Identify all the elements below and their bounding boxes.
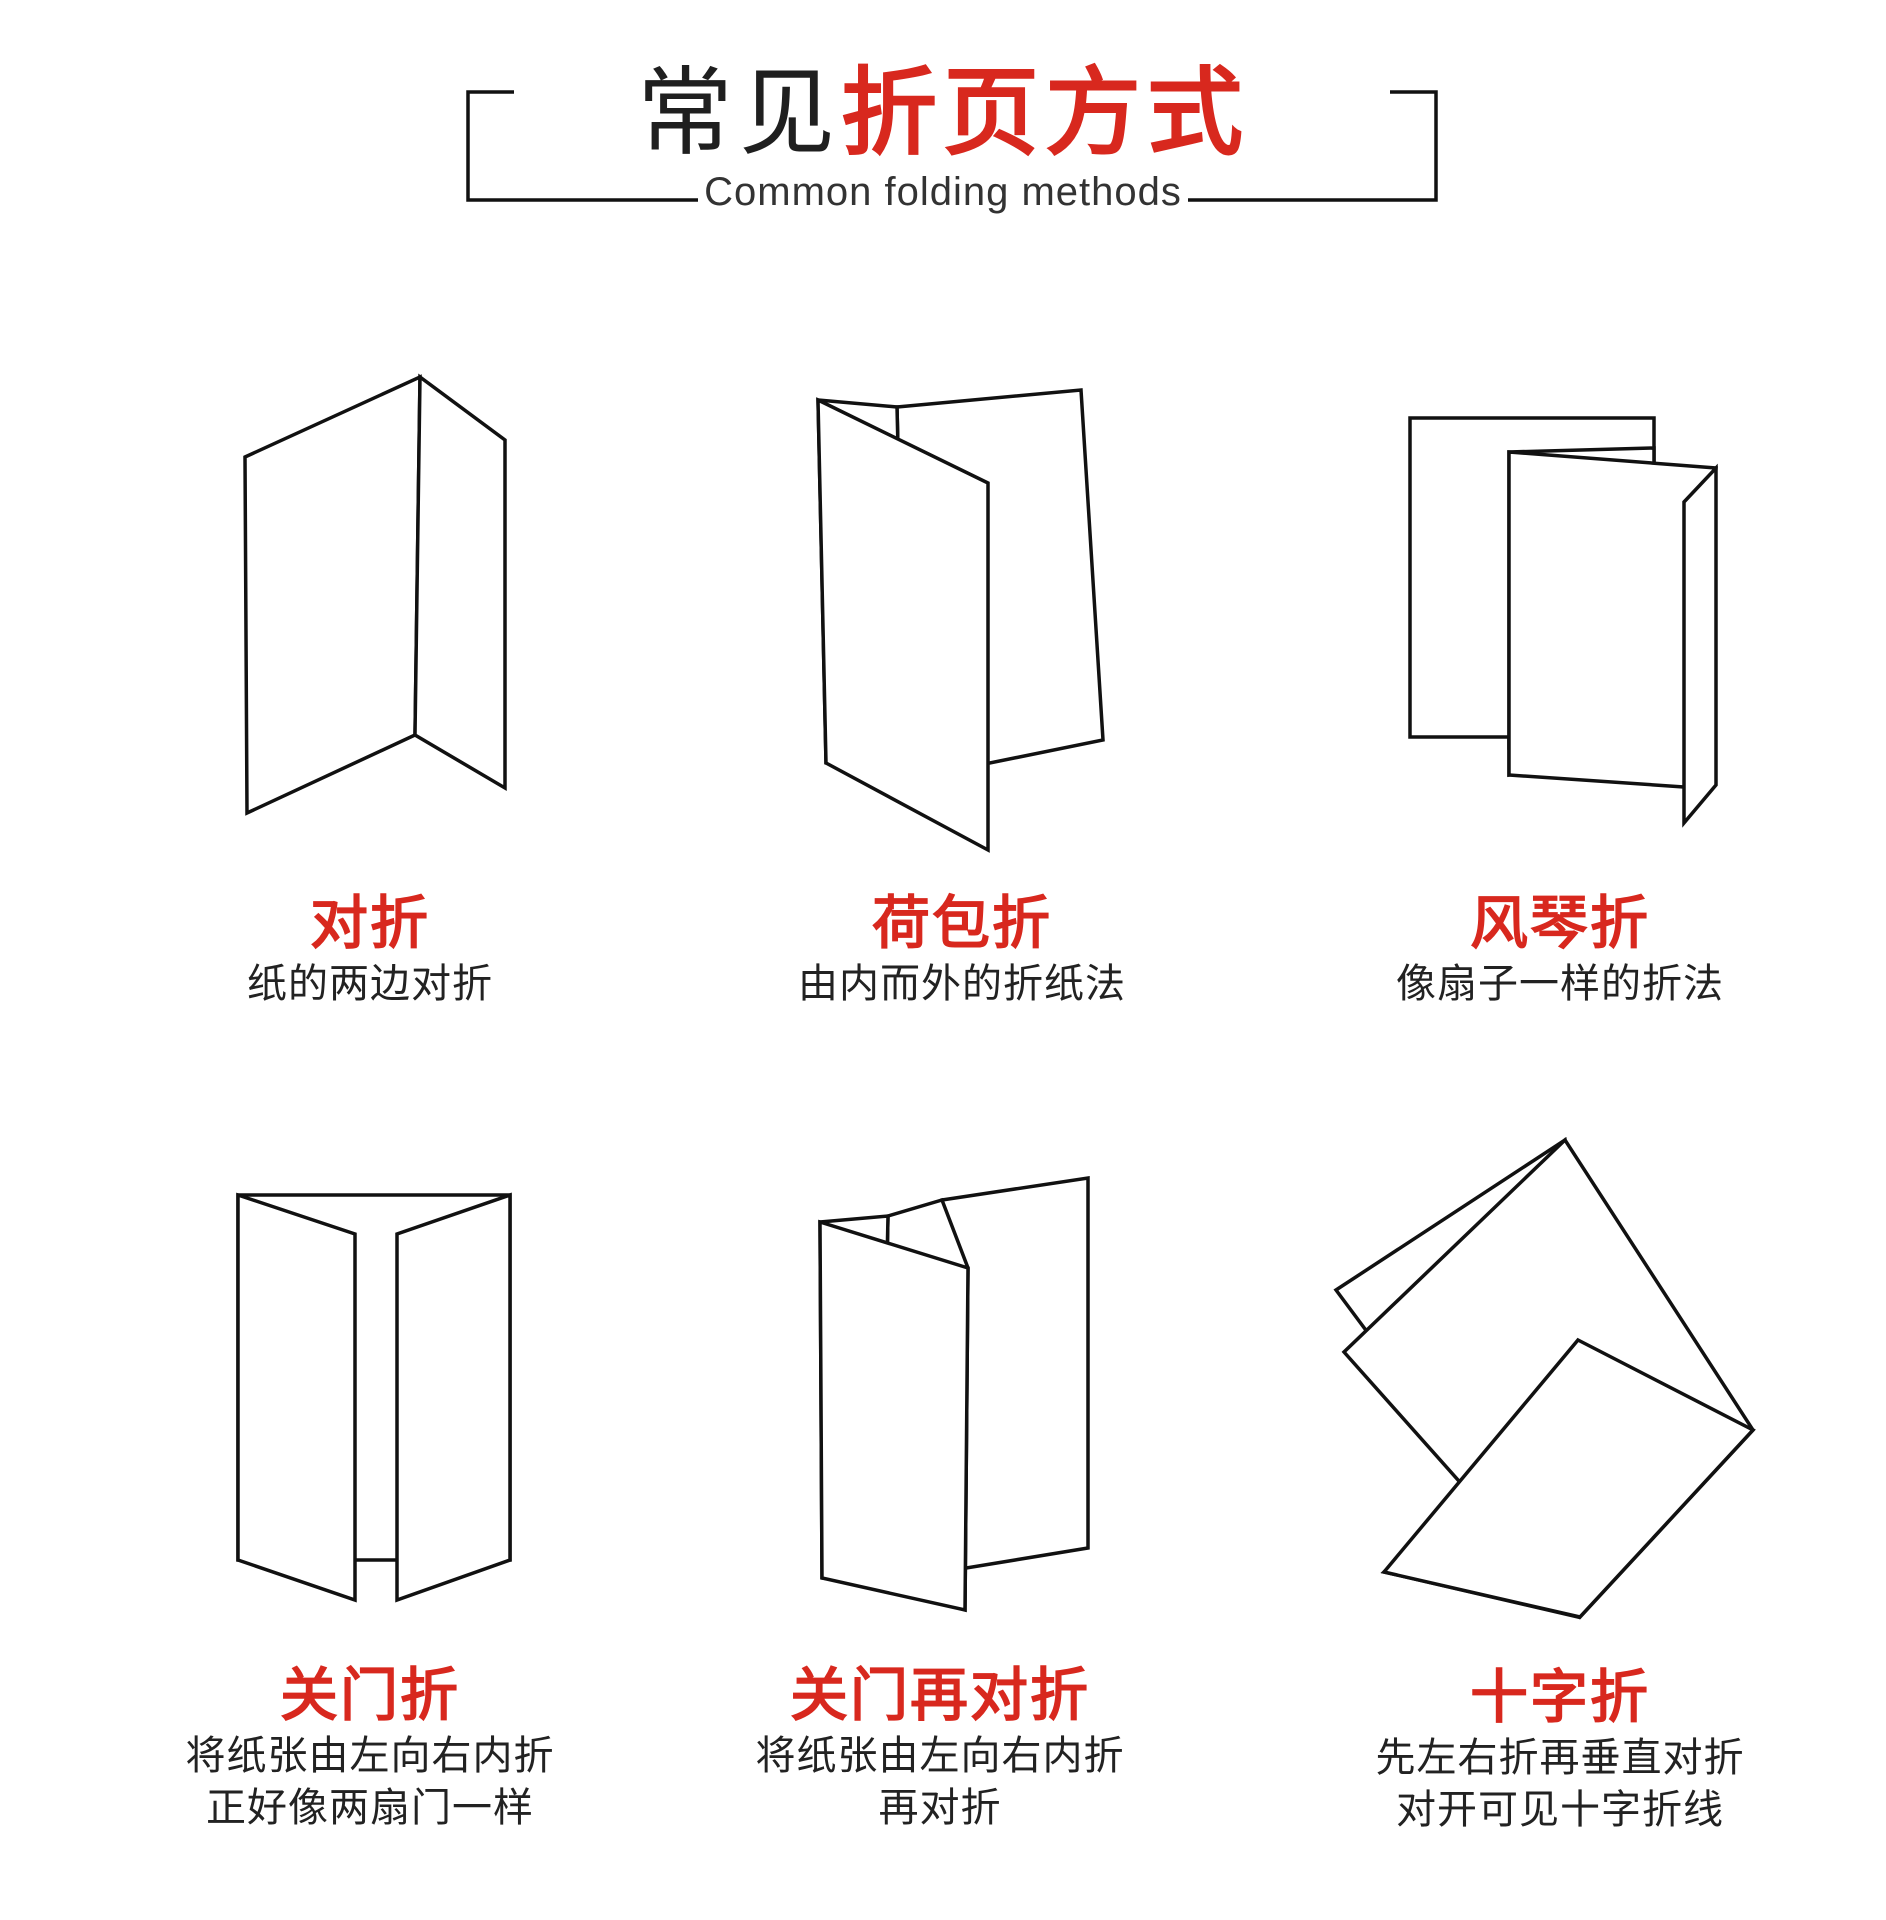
method-accordion-fold: 风琴折 像扇子一样的折法: [1260, 888, 1860, 1010]
method-bi-fold: 对折 纸的两边对折: [70, 888, 670, 1010]
method-name: 关门折: [279, 1661, 460, 1729]
page-subtitle: Common folding methods: [0, 170, 1886, 215]
method-desc: 纸的两边对折: [247, 961, 493, 1007]
method-name: 荷包折: [871, 889, 1052, 957]
bi-fold-icon: [243, 373, 507, 816]
method-desc-line2: 再对折: [878, 1785, 1002, 1831]
title-black: 常见: [637, 57, 841, 169]
cross-fold-icon: [1333, 1136, 1756, 1620]
method-roll-fold: 荷包折 由内而外的折纸法: [662, 888, 1262, 1010]
method-desc: 像扇子一样的折法: [1396, 961, 1724, 1007]
title-red: 折页方式: [841, 57, 1249, 169]
page-title: 常见折页方式: [0, 58, 1886, 168]
method-name: 关门再对折: [789, 1661, 1090, 1729]
method-desc-line1: 先左右折再垂直对折: [1375, 1735, 1745, 1781]
method-name: 十字折: [1469, 1663, 1650, 1731]
method-name: 对折: [309, 889, 430, 957]
method-desc-line2: 对开可见十字折线: [1396, 1787, 1724, 1833]
method-cross-fold: 十字折 先左右折再垂直对折 对开可见十字折线: [1260, 1662, 1860, 1836]
method-desc-line1: 将纸张由左向右内折: [755, 1733, 1125, 1779]
subtitle-text: Common folding methods: [698, 170, 1188, 214]
method-desc-line1: 将纸张由左向右内折: [185, 1733, 555, 1779]
method-gate-fold: 关门折 将纸张由左向右内折 正好像两扇门一样: [70, 1660, 670, 1834]
accordion-fold-icon: [1408, 416, 1718, 828]
title-frame: [466, 90, 1438, 202]
method-name: 风琴折: [1469, 889, 1650, 957]
method-desc: 由内而外的折纸法: [798, 961, 1126, 1007]
double-gate-fold-icon: [818, 1175, 1090, 1613]
header: 常见折页方式 Common folding methods: [0, 0, 1886, 260]
roll-fold-icon: [816, 388, 1105, 853]
method-double-gate-fold: 关门再对折 将纸张由左向右内折 再对折: [640, 1660, 1240, 1834]
gate-fold-icon: [236, 1192, 512, 1603]
method-desc-line2: 正好像两扇门一样: [206, 1785, 534, 1831]
